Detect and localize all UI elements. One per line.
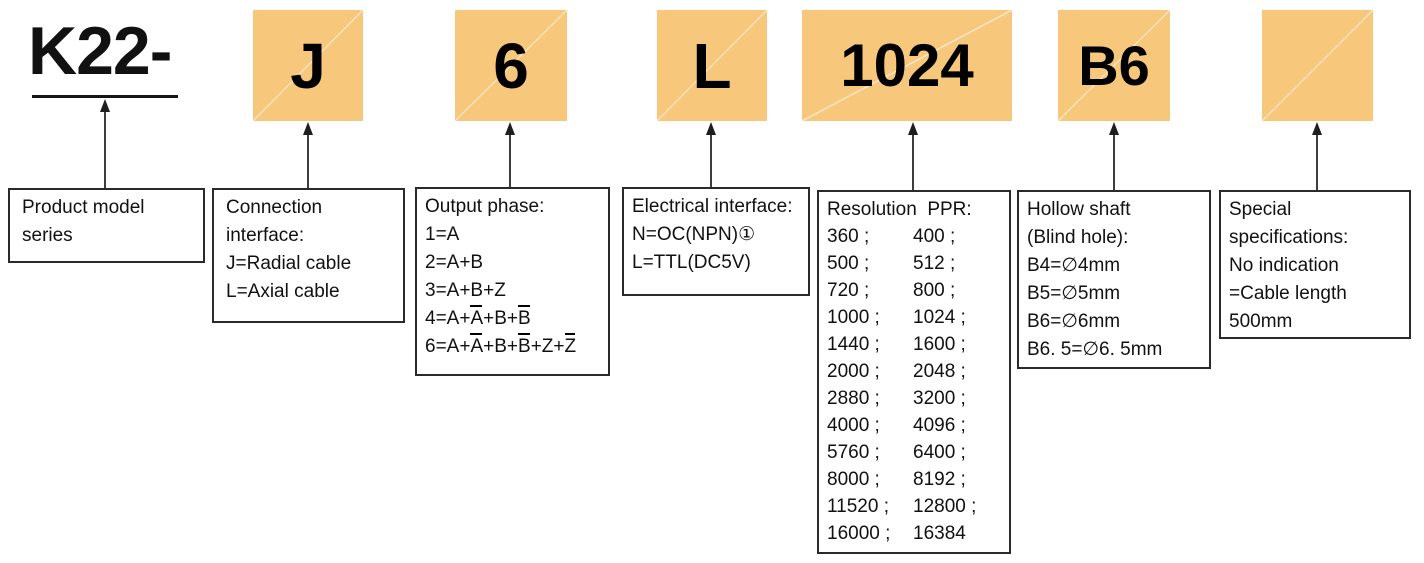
connector-line <box>1316 135 1318 190</box>
legend-line: J=Radial cable <box>226 253 352 274</box>
resolution-value: 11520 ; <box>827 496 889 517</box>
legend-line: =Cable length <box>1229 283 1347 304</box>
legend-line: Product model <box>22 197 145 218</box>
resolution-value: 720 ; <box>827 280 870 301</box>
code-segment-hollow-shaft: B6 <box>1058 10 1170 121</box>
arrow-up-icon <box>908 122 918 135</box>
arrow-up-icon <box>100 99 110 112</box>
code-segment-resolution: 1024 <box>802 10 1012 121</box>
resolution-value: 500 ; <box>827 253 870 274</box>
legend-special-specifications: Special specifications: No indication =Cabl… <box>1219 190 1411 339</box>
code-segment-electrical-interface: L <box>657 10 767 121</box>
resolution-value: 16000 ; <box>827 523 891 544</box>
code-segment-connection: J <box>253 10 363 121</box>
connector-line <box>307 135 309 188</box>
resolution-value: 1000 ; <box>827 307 880 328</box>
arrow-up-icon <box>303 122 313 135</box>
resolution-value: 12800 ; <box>913 496 977 517</box>
legend-line: Special <box>1229 199 1292 220</box>
overlined-signal: Z <box>564 333 576 361</box>
connector-line <box>710 135 712 187</box>
model-prefix-underline <box>32 95 178 98</box>
legend-line: Electrical interface: <box>632 196 793 217</box>
legend-line: specifications: <box>1229 227 1349 248</box>
legend-line: (Blind hole): <box>1027 227 1129 248</box>
resolution-value: 2048 ; <box>913 361 966 382</box>
resolution-value: 1440 ; <box>827 334 880 355</box>
legend-line: B5=∅5mm <box>1027 283 1121 304</box>
overlined-signal: A <box>470 305 483 333</box>
legend-line: 4=A+A+B+B <box>425 305 600 333</box>
arrow-up-icon <box>1109 122 1119 135</box>
connector-line <box>912 135 914 190</box>
overlined-signal: B <box>518 305 531 333</box>
legend-line: L=Axial cable <box>226 281 340 302</box>
resolution-value: 4000 ; <box>827 415 880 436</box>
connector-line <box>1113 135 1115 190</box>
resolution-value: 512 ; <box>913 253 956 274</box>
arrow-up-icon <box>1312 122 1322 135</box>
legend-line: Output phase: <box>425 196 545 217</box>
legend-line: interface: <box>226 225 305 246</box>
resolution-value-table: 360 ; 400 ; 500 ; 512 ; 720 ; 800 ; 1000 ; 1024… <box>827 223 1001 547</box>
legend-line: 3=A+B+Z <box>425 280 506 301</box>
legend-resolution: Resolution PPR: 360 ; 400 ; 500 ; 512 ; 720 ;… <box>817 190 1011 554</box>
overlined-signal: A <box>470 333 483 361</box>
legend-line: Connection <box>226 197 323 218</box>
arrow-up-icon <box>505 122 515 135</box>
legend-line: 1=A <box>425 224 460 245</box>
code-segment-special <box>1262 10 1373 121</box>
legend-line: Resolution PPR: <box>827 199 972 220</box>
resolution-value: 4096 ; <box>913 415 966 436</box>
arrow-up-icon <box>706 122 716 135</box>
resolution-value: 16384 <box>913 523 966 544</box>
legend-line: B6. 5=∅6. 5mm <box>1027 339 1163 360</box>
resolution-value: 800 ; <box>913 280 956 301</box>
legend-line: Hollow shaft <box>1027 199 1131 220</box>
resolution-value: 1600 ; <box>913 334 966 355</box>
resolution-value: 400 ; <box>913 226 956 247</box>
resolution-value: 3200 ; <box>913 388 966 409</box>
resolution-value: 360 ; <box>827 226 870 247</box>
resolution-value: 2880 ; <box>827 388 880 409</box>
resolution-value: 8000 ; <box>827 469 880 490</box>
code-segment-output-phase: 6 <box>455 10 567 121</box>
resolution-value: 2000 ; <box>827 361 880 382</box>
overlined-signal: B <box>518 333 531 361</box>
resolution-value: 8192 ; <box>913 469 966 490</box>
model-prefix: K22- <box>28 13 172 89</box>
legend-line: B4=∅4mm <box>1027 255 1121 276</box>
legend-line: No indication <box>1229 255 1339 276</box>
legend-product-model: Product model series <box>8 188 205 263</box>
legend-line: 6=A+A+B+B+Z+Z <box>425 333 600 361</box>
resolution-value: 5760 ; <box>827 442 880 463</box>
connector-line <box>104 112 106 188</box>
resolution-value: 6400 ; <box>913 442 966 463</box>
legend-line: L=TTL(DC5V) <box>632 252 751 273</box>
legend-line: 2=A+B <box>425 252 484 273</box>
legend-line: 500mm <box>1229 311 1293 332</box>
legend-line: N=OC(NPN)① <box>632 224 756 245</box>
connector-line <box>509 135 511 187</box>
legend-line: series <box>22 225 73 246</box>
legend-line: B6=∅6mm <box>1027 311 1121 332</box>
resolution-value: 1024 ; <box>913 307 966 328</box>
legend-electrical-interface: Electrical interface: N=OC(NPN)① L=TTL(DC5… <box>622 187 810 296</box>
